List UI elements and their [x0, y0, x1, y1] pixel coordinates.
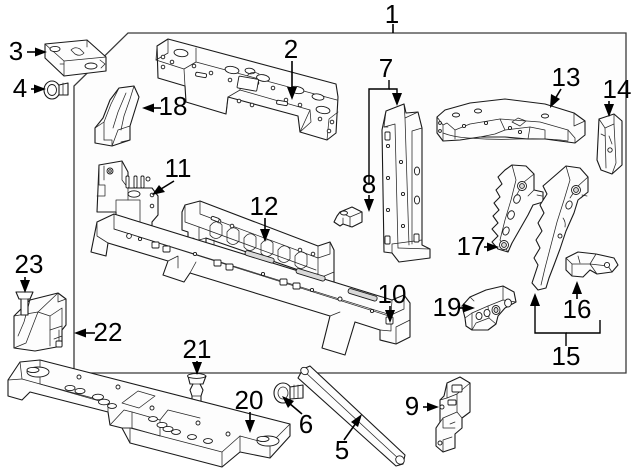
leader-19 [460, 303, 475, 313]
callout-label-10: 10 [378, 279, 407, 309]
callout-label-20: 20 [235, 385, 264, 415]
leader-4 [31, 84, 46, 94]
leader-20 [245, 412, 255, 433]
leader-23 [20, 277, 30, 293]
part-filler-panel-left [96, 160, 159, 235]
part-grommet-clip [43, 80, 69, 100]
callout-label-4: 4 [13, 73, 27, 103]
leader-3 [27, 47, 47, 57]
leader-5 [343, 414, 362, 441]
part-push-pin-retainer [187, 373, 207, 405]
part-lower-valance-panel [7, 359, 291, 468]
leader-2 [287, 61, 297, 100]
callout-label-11: 11 [165, 153, 192, 183]
part-end-cap-bracket [596, 113, 623, 175]
part-bracket-left-upper [44, 39, 107, 77]
leader-9 [423, 402, 439, 412]
leader-14 [604, 101, 614, 117]
leader-7 [368, 80, 402, 185]
leader-13 [550, 88, 562, 108]
leader-6 [282, 396, 303, 415]
part-tie-rod [297, 365, 406, 467]
leader-11 [152, 180, 175, 195]
part-radiator-support-pillar [381, 103, 431, 263]
callout-label-17: 17 [457, 231, 486, 261]
callout-label-13: 13 [552, 62, 581, 92]
callout-label-5: 5 [335, 435, 349, 465]
part-elbow-bracket [461, 285, 517, 331]
part-duct-air-deflector [94, 85, 140, 147]
leader-21 [192, 361, 202, 375]
leader-12 [260, 218, 270, 242]
callout-label-6: 6 [299, 409, 313, 439]
callout-label-14: 14 [603, 74, 632, 104]
callout-label-8: 8 [362, 169, 376, 199]
callout-label-16: 16 [563, 294, 592, 324]
leader-18 [142, 103, 161, 113]
part-wedge-bracket-right [565, 251, 619, 278]
leader-8 [364, 195, 374, 212]
part-side-mount-bracket [435, 376, 471, 453]
callout-label-21: 21 [183, 334, 212, 364]
callout-label-1: 1 [385, 0, 399, 29]
part-small-hook-bracket [333, 206, 363, 228]
callout-label-18: 18 [159, 91, 188, 121]
part-bolt-flange [273, 382, 304, 404]
leader-22 [74, 328, 95, 338]
part-vertical-rail-left [491, 164, 544, 253]
callout-label-19: 19 [433, 292, 462, 322]
callout-label-15: 15 [552, 341, 581, 371]
callout-label-7: 7 [379, 53, 393, 83]
part-upper-tie-bar [155, 38, 339, 141]
part-upper-impact-bar [436, 98, 586, 144]
part-rivet-fastener [15, 291, 34, 316]
part-lower-crossmember-end [90, 213, 411, 356]
callout-label-3: 3 [9, 36, 23, 66]
callout-label-12: 12 [250, 191, 279, 221]
leader-15 [530, 293, 601, 346]
callout-label-23: 23 [15, 249, 44, 279]
part-bracket-pair-right-tall [531, 165, 589, 291]
callout-label-22: 22 [94, 317, 123, 347]
leader-16 [572, 281, 582, 299]
callout-label-9: 9 [405, 391, 419, 421]
leader-10 [385, 306, 395, 323]
callout-label-2: 2 [284, 34, 298, 64]
callout-labels: 1 2 3 4 5 6 7 8 9 10 11 12 13 14 15 16 1… [9, 0, 632, 465]
leader-17 [484, 242, 499, 252]
